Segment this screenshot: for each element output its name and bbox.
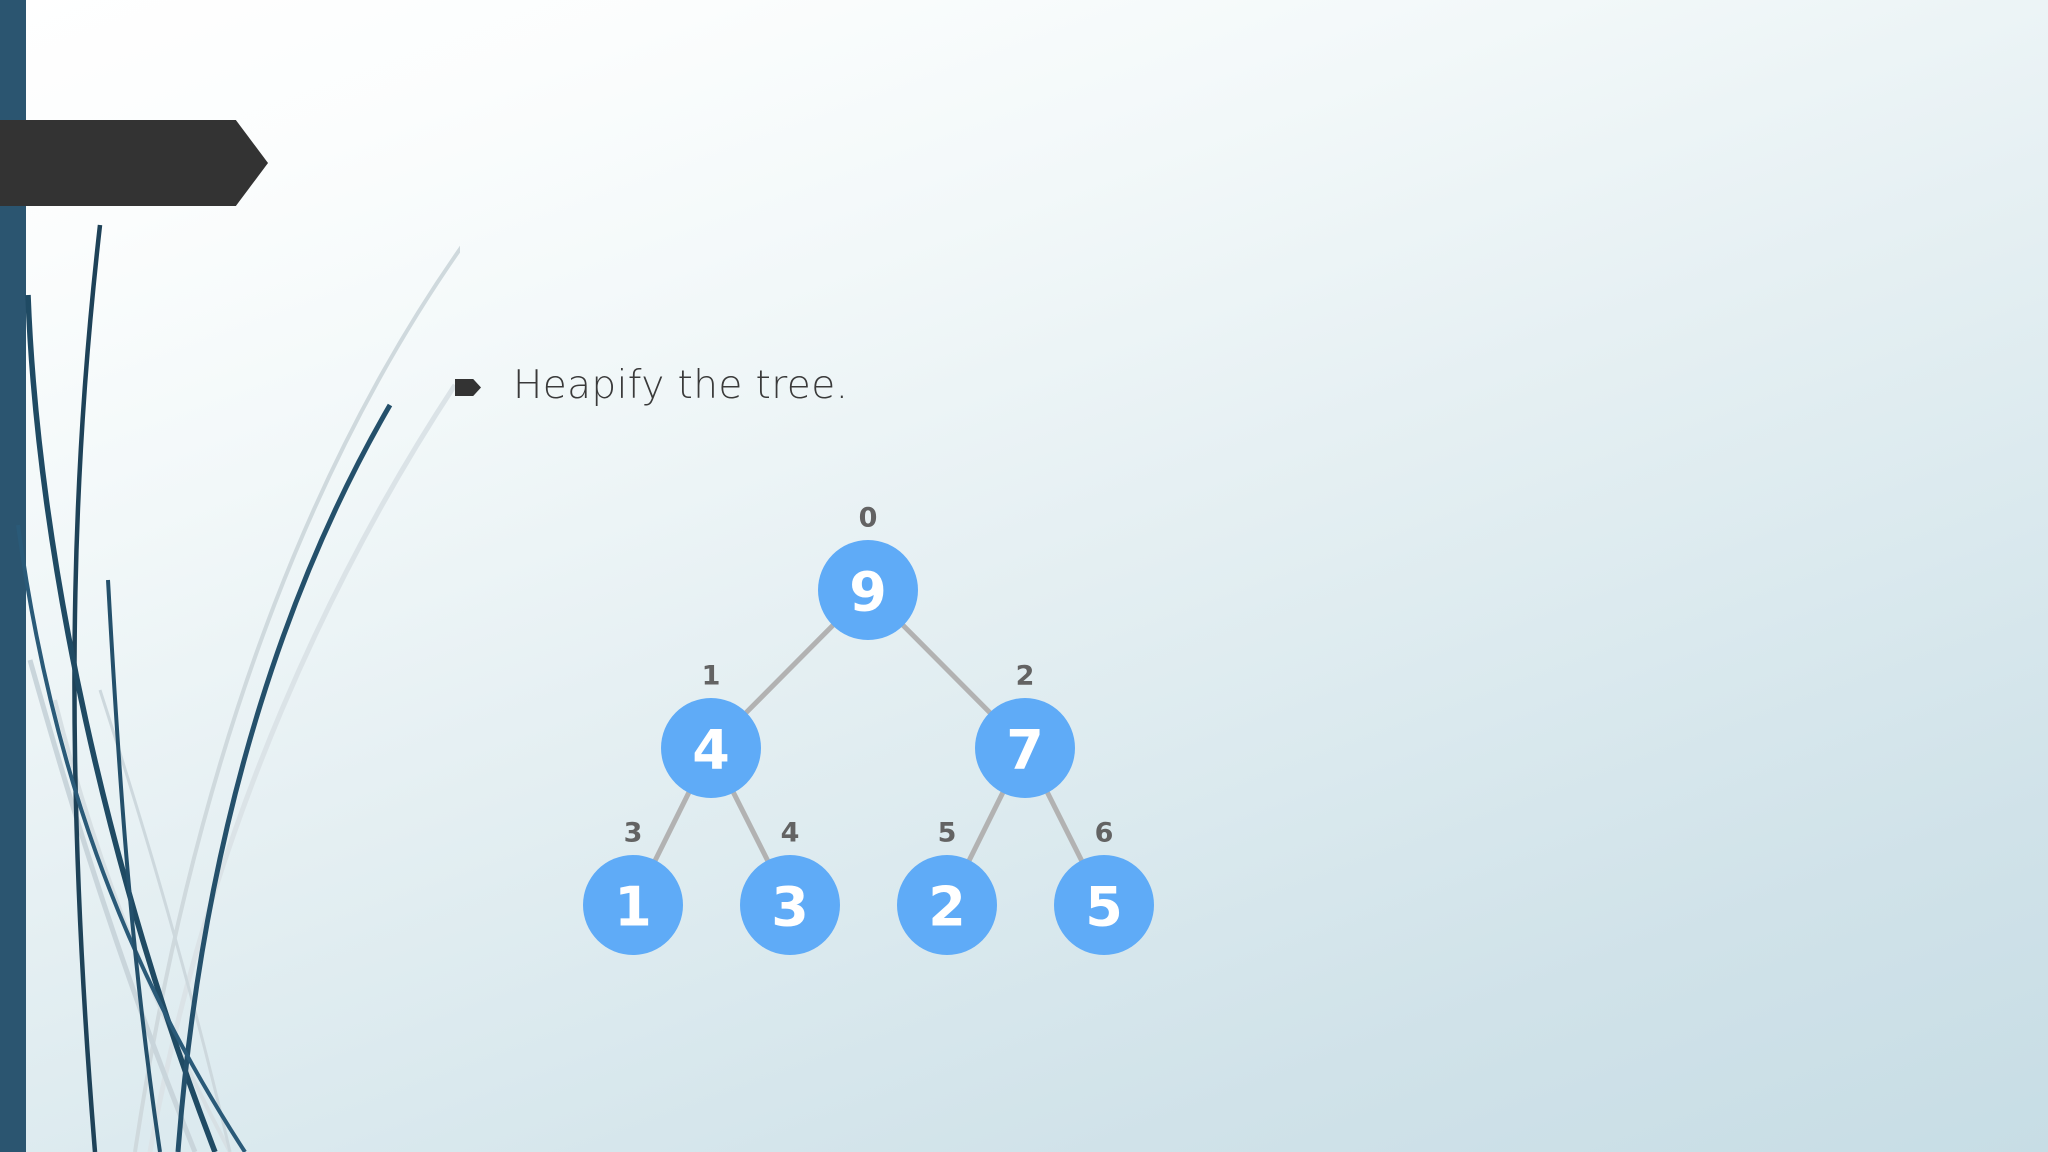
tree-node-circle[interactable] xyxy=(583,855,683,955)
tree-edge xyxy=(652,790,692,863)
tree-node-index: 6 xyxy=(1095,818,1114,849)
tree-node[interactable]: 41 xyxy=(661,661,761,799)
tree-node-value: 9 xyxy=(849,561,887,624)
bullet-text: Heapify the tree. xyxy=(513,363,849,408)
tree-node-index: 3 xyxy=(624,818,643,849)
tree-node[interactable]: 34 xyxy=(740,818,840,956)
tree-node-circle[interactable] xyxy=(1054,855,1154,955)
tree-node[interactable]: 90 xyxy=(818,503,918,641)
tree-node-value: 7 xyxy=(1006,719,1044,782)
tree-node[interactable]: 25 xyxy=(897,818,997,956)
tree-node-value: 5 xyxy=(1085,876,1123,939)
tree-node-index: 2 xyxy=(1016,661,1035,692)
tree-node-value: 4 xyxy=(692,719,730,782)
tree-node[interactable]: 56 xyxy=(1054,818,1154,956)
tree-edge-group xyxy=(652,622,1085,863)
tree-node-value: 3 xyxy=(771,876,809,939)
tree-edge xyxy=(730,790,771,863)
tree-node-circle[interactable] xyxy=(661,698,761,798)
tree-node[interactable]: 13 xyxy=(583,818,683,956)
tree-edge xyxy=(900,622,993,716)
tree-edge xyxy=(743,622,836,716)
tree-node-circle[interactable] xyxy=(740,855,840,955)
title-banner xyxy=(0,120,268,206)
tree-node-circle[interactable] xyxy=(818,540,918,640)
tree-node-value: 1 xyxy=(614,876,652,939)
tree-node-value: 2 xyxy=(928,876,966,939)
tree-node-index: 4 xyxy=(781,818,800,849)
tree-node-index: 5 xyxy=(938,818,957,849)
tree-node-index: 0 xyxy=(859,503,878,534)
tree-edge xyxy=(1044,790,1085,863)
bullet-row: Heapify the tree. xyxy=(455,366,848,405)
tree-node-index: 1 xyxy=(702,661,721,692)
tree-node[interactable]: 72 xyxy=(975,661,1075,799)
tree-node-circle[interactable] xyxy=(897,855,997,955)
tree-edge xyxy=(966,790,1006,863)
arrow-bullet-icon xyxy=(455,379,481,396)
tree-node-circle[interactable] xyxy=(975,698,1075,798)
